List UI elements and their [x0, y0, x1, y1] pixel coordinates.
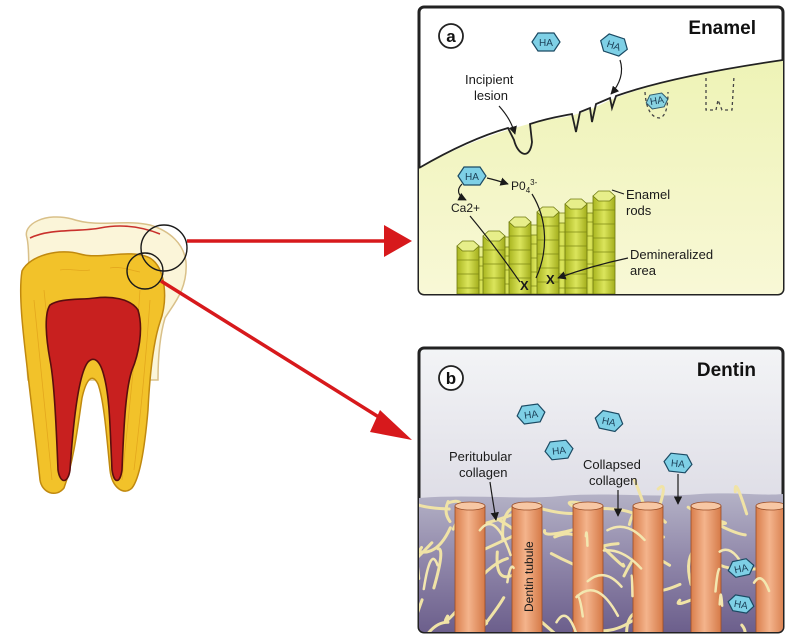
dentin-tubule	[690, 501, 722, 632]
collagen-fibre	[726, 623, 747, 632]
enamel-rod	[482, 230, 506, 294]
demineralized-area-label: Demineralized area	[630, 247, 717, 278]
collagen-fibre	[419, 526, 452, 554]
arrow-head-a	[384, 225, 412, 257]
zoom-arrows	[160, 225, 412, 440]
ha-crystal: HA	[663, 452, 693, 474]
demineralized-arrow	[557, 257, 629, 280]
enamel-surface-line	[419, 59, 783, 169]
dissolved-pit-2	[705, 75, 735, 111]
collagen-fibre	[575, 589, 620, 618]
ca-to-x-arrow	[469, 215, 521, 283]
svg-text:HA: HA	[733, 563, 749, 577]
dentin-tubule	[572, 501, 604, 632]
collagen-fibre	[419, 541, 434, 562]
ha-crystal: HA	[516, 403, 546, 425]
dentin-tubule	[511, 501, 543, 632]
svg-text:HA: HA	[649, 95, 665, 108]
ha-arrow	[610, 59, 623, 95]
x-mark: X	[520, 278, 529, 293]
dentin-zoom-circle	[126, 252, 164, 290]
ha-crystal: HA	[599, 33, 629, 57]
enamel-rod	[536, 206, 560, 294]
incipient-lesion-arrow	[498, 105, 517, 135]
svg-text:HA: HA	[539, 38, 553, 49]
svg-text:HA: HA	[601, 416, 617, 430]
ha-crystal: HA	[544, 439, 574, 461]
collagen-fibre	[584, 531, 589, 547]
panel-b-letter-circle	[438, 365, 464, 391]
panel-a-title: Enamel	[688, 18, 756, 39]
collagen-fibre	[714, 567, 721, 593]
ha-crystal: HA	[594, 409, 624, 433]
peritubular-collagen-label: Peritubular collagen	[449, 449, 516, 480]
po4-to-x-arrow	[531, 193, 546, 279]
collagen-fibre	[422, 557, 439, 591]
phosphate-label: P043-	[511, 178, 538, 195]
collagen-fibre	[478, 523, 512, 557]
ca-release-arrow	[457, 183, 467, 201]
collagen-fibre	[752, 577, 771, 593]
dentin-tubule	[632, 501, 664, 632]
collagen-fibre	[419, 598, 424, 626]
collagen-fibre	[543, 528, 574, 536]
dentin	[19, 251, 166, 495]
enamel-rod	[456, 240, 480, 294]
enamel-rod	[564, 198, 588, 294]
collagen-fibre	[419, 620, 450, 632]
collagen-fibre	[630, 574, 634, 598]
collagen-fibre	[506, 565, 515, 584]
enamel-rod	[592, 190, 616, 294]
x-mark: X	[546, 272, 555, 287]
panel-b-title: Dentin	[697, 360, 756, 381]
collagen-fibre	[718, 593, 724, 607]
ha-crystal: HA	[531, 32, 561, 52]
arrow-head-b	[370, 410, 412, 440]
panel-a-letter: a	[446, 27, 456, 46]
tooth-illustration	[19, 216, 187, 495]
ha-crystal-dissolving: HA	[645, 92, 669, 110]
collagen-fibre	[602, 549, 643, 570]
calcium-label: Ca2+	[451, 201, 480, 215]
enamel-zoom-circle	[140, 224, 188, 272]
dentin-tubule	[755, 501, 783, 632]
collagen-fibre	[432, 547, 443, 590]
dentin-tubules	[419, 501, 783, 632]
enamel-rods-pointer	[611, 189, 625, 195]
dissolved-pit-1	[644, 91, 669, 119]
panel-b-letter: b	[446, 369, 456, 388]
enamel-rod	[508, 216, 532, 294]
peritubular-arrow	[489, 481, 499, 521]
svg-text:HA: HA	[733, 599, 749, 612]
ha-crystal: HA	[727, 558, 755, 578]
collagen-fibre	[733, 485, 749, 516]
collagen-fibre	[586, 573, 623, 588]
collapsed-collagen-label: Collapsed collagen	[583, 457, 644, 488]
crown-edge	[29, 225, 161, 239]
collagen-fibre	[419, 491, 451, 511]
panel-a-enamel: a Enamel HA HA HA Incipient lesion HA Ca	[417, 5, 785, 296]
dentin-tubule-label: Dentin tubule	[522, 541, 536, 612]
ha-crystal: HA	[457, 166, 487, 186]
pulp	[45, 296, 142, 482]
svg-text:HA: HA	[552, 445, 567, 457]
collagen-fibre	[444, 500, 452, 524]
collagen-fibre	[555, 614, 581, 632]
incipient-lesion-label: Incipient lesion	[465, 72, 517, 103]
collagen-fibre	[606, 525, 646, 542]
svg-text:HA: HA	[670, 458, 685, 470]
panel-b-dentin: b Dentin HA HA HA HA HA HA Peritubular	[417, 346, 785, 634]
svg-text:HA: HA	[524, 409, 540, 422]
po4-release-arrow	[486, 177, 509, 186]
dentin-tubule	[454, 501, 486, 632]
enamel-rods-label: Enamel rods	[626, 187, 674, 218]
panel-a-letter-circle	[438, 23, 464, 49]
ha-crystal: HA	[727, 594, 755, 614]
svg-text:HA: HA	[465, 172, 479, 183]
svg-text:HA: HA	[605, 39, 622, 54]
